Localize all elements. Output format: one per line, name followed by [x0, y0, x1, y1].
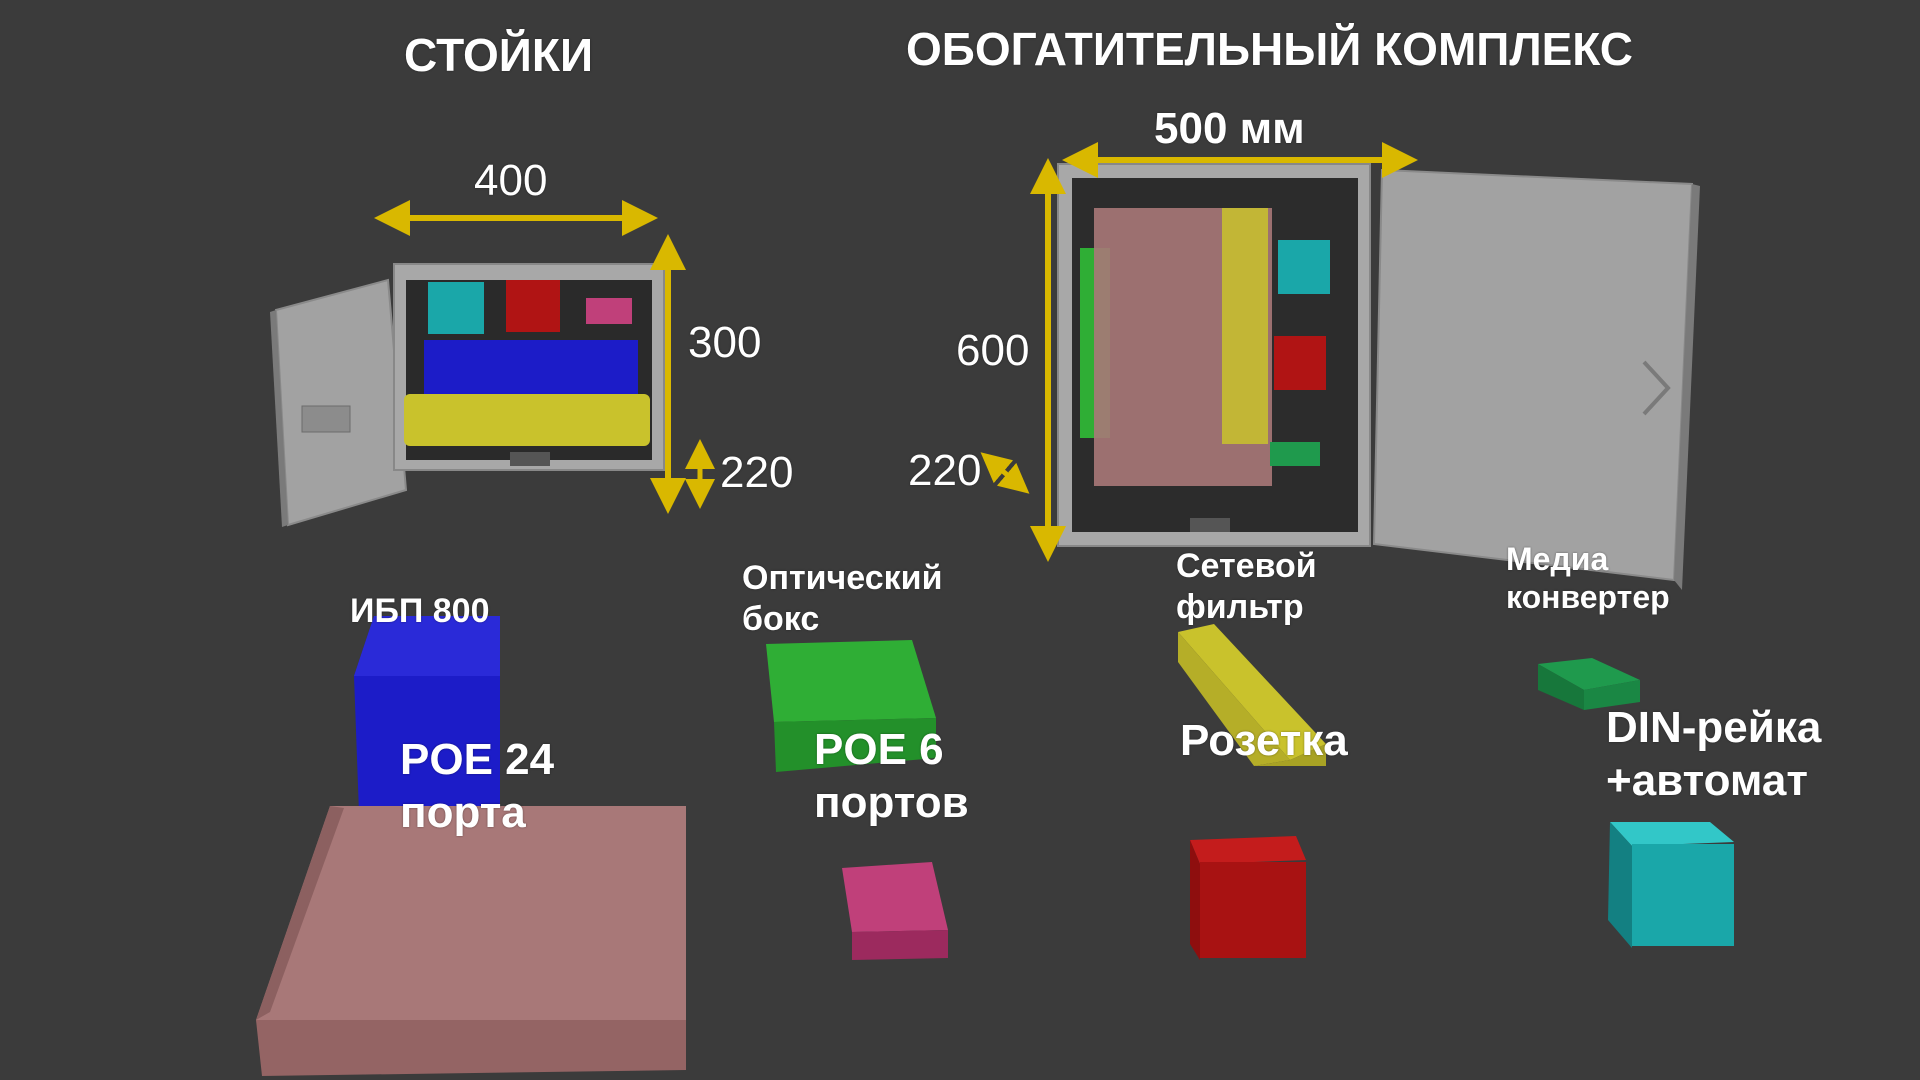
- small-depth-label: 220: [720, 448, 794, 497]
- surge-filter-block: [404, 394, 650, 446]
- door-handle: [301, 405, 351, 433]
- title-enrichment: ОБОГАТИТЕЛЬНЫЙ КОМПЛЕКС: [906, 23, 1633, 75]
- small-cabinet: [270, 263, 665, 527]
- door-latch: [1642, 360, 1671, 416]
- poe6-box: [842, 862, 948, 960]
- din-rail-box: [1608, 822, 1734, 948]
- depth-arrow-large: [980, 452, 1030, 494]
- din-rail-block: [428, 282, 484, 334]
- large-height-label: 600: [956, 326, 1030, 375]
- large-depth-label: 220: [908, 446, 982, 495]
- din-rail-block-large: [1278, 240, 1330, 294]
- media-converter-box: [1538, 658, 1640, 710]
- din-rail-label: DIN-рейка +автомат: [1606, 703, 1822, 805]
- optical-box: [766, 640, 936, 772]
- ups-block: [424, 340, 638, 402]
- poe24-box: [256, 806, 686, 1076]
- socket-box: [1190, 836, 1306, 960]
- large-cabinet-door: [1372, 168, 1694, 582]
- ups-box: [354, 616, 500, 840]
- optical-box-label: Оптический бокс: [742, 559, 943, 638]
- large-width-label: 500 мм: [1154, 104, 1305, 153]
- socket-label: Розетка: [1180, 716, 1348, 765]
- socket-block: [506, 280, 560, 332]
- surge-filter-block-large: [1222, 208, 1268, 444]
- socket-block-large: [1274, 336, 1326, 390]
- media-converter-label: Медиа конвертер: [1506, 541, 1670, 616]
- small-cabinet-door: [274, 278, 408, 527]
- poe6-label: POE 6 портов: [814, 725, 969, 827]
- small-width-label: 400: [474, 156, 548, 205]
- poe6-block: [586, 298, 632, 324]
- small-height-label: 300: [688, 318, 762, 367]
- poe24-label: POE 24 порта: [400, 735, 555, 837]
- surge-filter-box: [1178, 624, 1326, 766]
- surge-filter-label: Сетевой фильтр: [1176, 547, 1317, 626]
- title-racks: СТОЙКИ: [404, 29, 594, 81]
- ups-label: ИБП 800: [350, 592, 490, 630]
- large-cabinet: [1057, 163, 1700, 590]
- media-converter-block: [1270, 442, 1320, 466]
